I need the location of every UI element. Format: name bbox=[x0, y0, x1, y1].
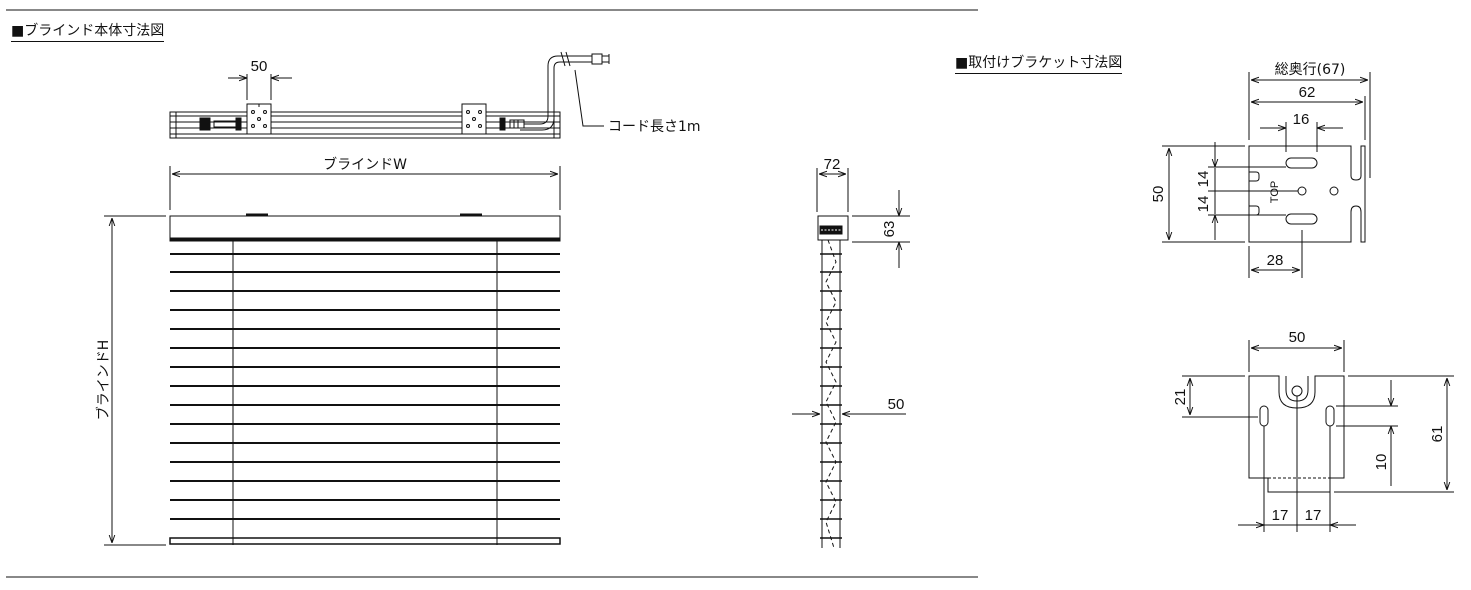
top-bracket-right bbox=[461, 103, 487, 135]
bracket-dim-16: 16 bbox=[1293, 111, 1310, 128]
bracket-front-dim-17b: 17 bbox=[1305, 507, 1322, 524]
bracket-side-view bbox=[1162, 72, 1371, 278]
bracket-front-view bbox=[1182, 340, 1454, 532]
cord-length-label: コード長さ1m bbox=[608, 119, 701, 135]
blind-height-label: ブラインドH bbox=[95, 340, 112, 421]
bracket-dim-14a: 14 bbox=[1195, 171, 1212, 188]
blind-front-view bbox=[104, 166, 561, 546]
blind-top-view bbox=[169, 51, 610, 139]
bracket-front-dim-10: 10 bbox=[1373, 454, 1390, 471]
bracket-section-title: ■取付けブラケット寸法図 bbox=[955, 54, 1123, 74]
slats bbox=[169, 253, 561, 545]
side-slat-width-label: 50 bbox=[888, 396, 905, 413]
bracket-top-mark: TOP bbox=[1269, 181, 1281, 203]
top-bracket-left bbox=[246, 103, 272, 135]
bracket-dim-50-vertical: 50 bbox=[1150, 186, 1167, 203]
bracket-dim-28: 28 bbox=[1267, 252, 1284, 269]
side-head-height-label: 63 bbox=[881, 221, 898, 238]
bracket-width-label: 50 bbox=[251, 58, 268, 75]
cord-leader bbox=[574, 69, 604, 127]
bracket-front-dim-21: 21 bbox=[1172, 389, 1189, 406]
bracket-total-depth-label: 総奥行(67) bbox=[1275, 61, 1346, 78]
side-depth-label: 72 bbox=[824, 156, 841, 173]
blind-side-view bbox=[792, 168, 910, 549]
main-section-title: ■ブラインド本体寸法図 bbox=[11, 22, 165, 42]
power-cord bbox=[520, 51, 610, 131]
blind-width-label: ブラインドW bbox=[323, 156, 407, 173]
bracket-dim-14b: 14 bbox=[1195, 196, 1212, 213]
bracket-dim-62: 62 bbox=[1299, 84, 1316, 101]
bracket-front-dim-61: 61 bbox=[1429, 426, 1446, 443]
bracket-front-dim-50: 50 bbox=[1289, 329, 1306, 346]
bracket-front-dim-17a: 17 bbox=[1272, 507, 1289, 524]
